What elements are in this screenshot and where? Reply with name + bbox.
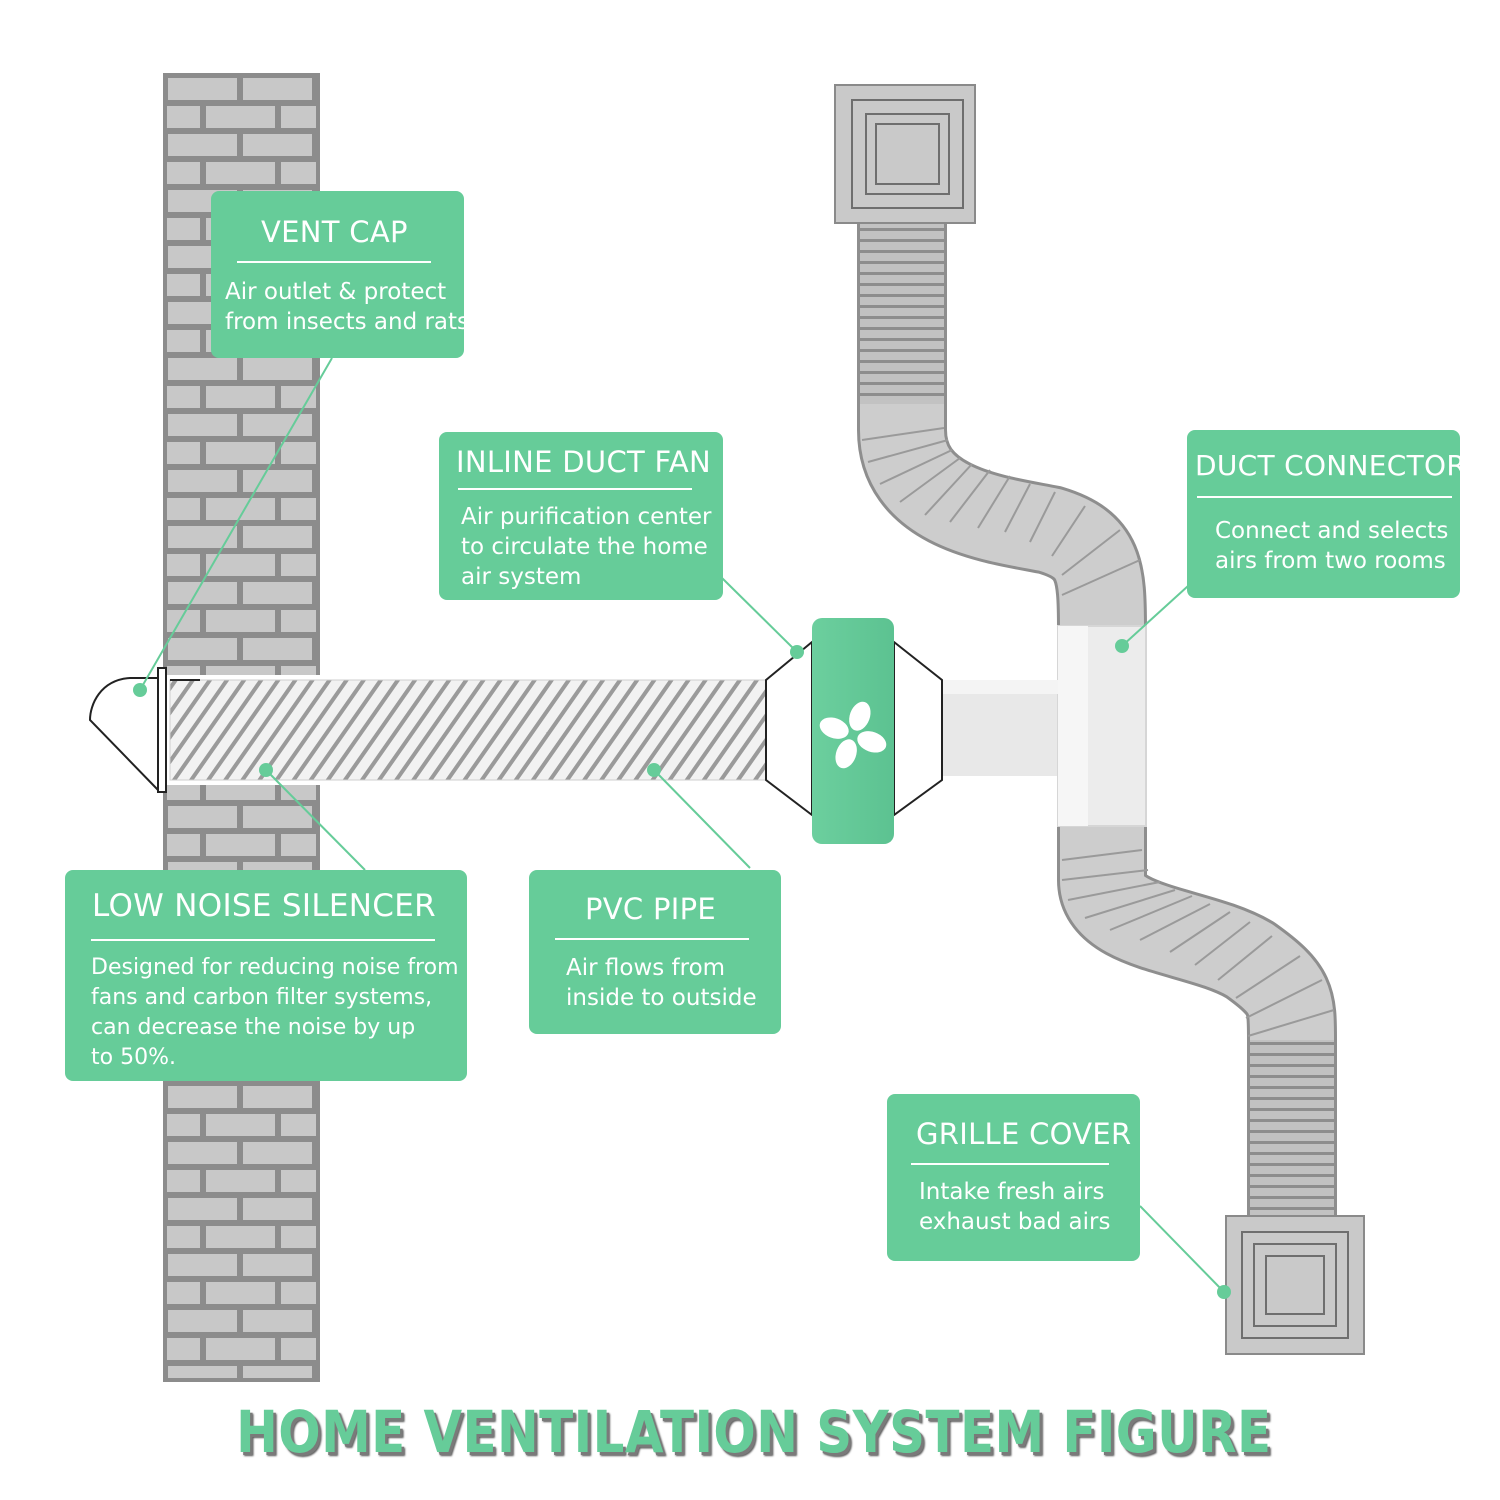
callout-divider <box>237 261 431 263</box>
callout-title: INLINE DUCT FAN <box>456 445 711 479</box>
dot-pvc-pipe <box>647 763 661 777</box>
fan-icon <box>819 701 887 769</box>
callout-description: Intake fresh airs exhaust bad airs <box>919 1179 1111 1235</box>
duct-connector-callout: DUCT CONNECTOR Connect and selects airs … <box>1187 430 1466 598</box>
callout-divider <box>911 1163 1109 1165</box>
pvc-pipe-callout: PVC PIPE Air flows from inside to outsid… <box>529 870 781 1034</box>
grille-cover-callout: GRILLE COVER Intake fresh airs exhaust b… <box>887 1094 1140 1261</box>
low-noise-silencer-callout: LOW NOISE SILENCER Designed for reducing… <box>65 870 467 1081</box>
vent-cap <box>88 667 200 793</box>
callout-divider <box>91 939 435 941</box>
callout-title: VENT CAP <box>261 215 408 249</box>
leader-pvc-pipe <box>653 769 751 869</box>
inline-duct-fan-callout: INLINE DUCT FAN Air purification center … <box>439 432 723 600</box>
callout-description: Connect and selects airs from two rooms <box>1215 518 1449 574</box>
dot-inline-duct-fan <box>790 645 804 659</box>
dot-low-noise-silencer <box>259 763 273 777</box>
leader-low-noise-silencer <box>265 769 366 871</box>
figure-title-text: HOME VENTILATION SYSTEM FIGURE <box>236 1398 1272 1466</box>
callout-divider <box>555 938 749 940</box>
vent-cap-callout: VENT CAP Air outlet & protect from insec… <box>211 191 469 358</box>
callout-description: Designed for reducing noise from fans an… <box>91 955 459 1070</box>
callout-divider <box>458 488 692 490</box>
leader-grille-cover <box>1139 1205 1225 1293</box>
callout-divider <box>1197 496 1452 498</box>
leader-duct-connector <box>1121 585 1189 647</box>
figure-title: HOME VENTILATION SYSTEM FIGURE <box>109 1398 1399 1466</box>
callout-description: Air flows from inside to outside <box>566 955 757 1011</box>
dot-duct-connector <box>1115 639 1129 653</box>
callout-title: PVC PIPE <box>585 892 717 926</box>
leader-lines <box>139 357 1225 1293</box>
tee-connector <box>940 625 1147 827</box>
callout-description: Air outlet & protect from insects and ra… <box>225 279 470 335</box>
lower-duct <box>1057 820 1365 1355</box>
leader-vent-cap <box>139 357 333 691</box>
callout-description: Air purification center to circulate the… <box>461 504 712 590</box>
inline-duct-fan <box>765 618 943 844</box>
leader-inline-duct-fan <box>721 577 798 653</box>
pvc-pipe <box>169 679 769 781</box>
dot-grille-cover <box>1217 1285 1231 1299</box>
callout-title: GRILLE COVER <box>916 1117 1132 1151</box>
dot-vent-cap <box>133 683 147 697</box>
upper-duct <box>834 84 1147 631</box>
callout-title: DUCT CONNECTOR <box>1195 449 1467 482</box>
callout-title: LOW NOISE SILENCER <box>92 888 436 924</box>
